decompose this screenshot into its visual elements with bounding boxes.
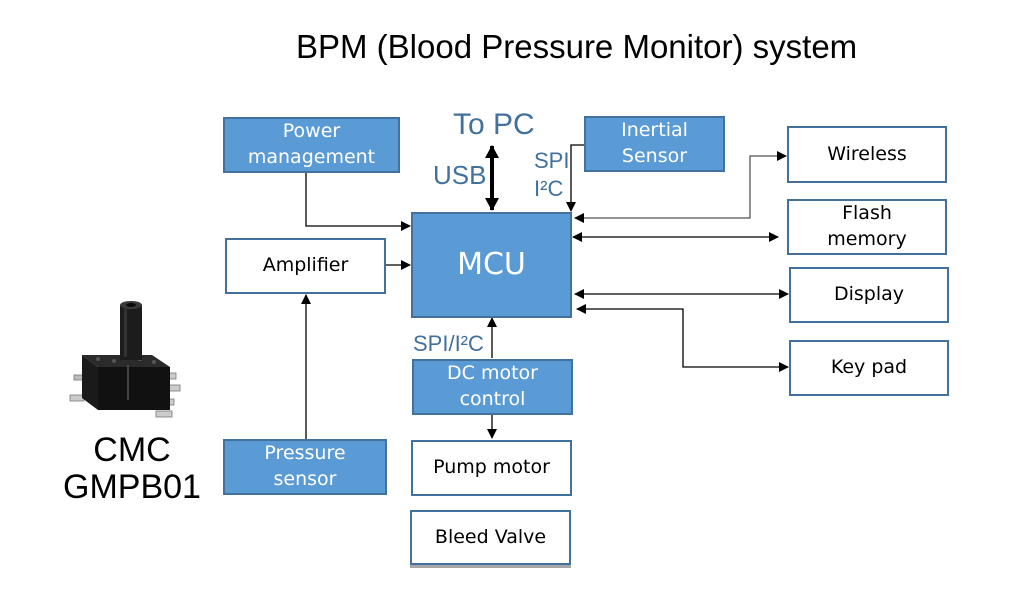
block-label: Key pad [830, 356, 908, 379]
block-label: Wireless [827, 142, 907, 165]
block-label: Amplifier [262, 254, 349, 277]
block-label: Pump motor [433, 456, 550, 479]
sensor-part-line2: GMPB01 [63, 468, 201, 507]
wire-keypad [576, 304, 789, 372]
block-bleed-valve[interactable]: Bleed Valve [410, 510, 571, 565]
wire-wireless [574, 151, 787, 223]
block-pump-motor[interactable]: Pump motor [411, 440, 572, 496]
block-inertial-sensor[interactable]: Inertial Sensor [584, 116, 725, 172]
block-flash-memory[interactable]: Flash memory [787, 199, 947, 255]
block-label: Flash memory [827, 202, 907, 250]
block-label: Bleed Valve [434, 525, 547, 548]
block-power-management[interactable]: Power management [223, 117, 400, 173]
diagram-title: BPM (Blood Pressure Monitor) system [296, 28, 858, 65]
pressure-sensor-chip-image [69, 301, 181, 418]
block-amplifier[interactable]: Amplifier [225, 238, 386, 294]
block-wireless[interactable]: Wireless [787, 126, 947, 183]
wire-power-to-mcu [305, 172, 411, 231]
label-spi-i2c: SPI/I²C [413, 331, 484, 356]
sensor-part-line1: CMC [93, 431, 171, 469]
block-label: Display [833, 283, 905, 306]
block-label: DC motor control [447, 362, 538, 410]
block-key-pad[interactable]: Key pad [789, 340, 949, 396]
block-display[interactable]: Display [789, 267, 949, 323]
label-spi: SPI [534, 148, 570, 173]
block-dc-motor-control[interactable]: DC motor control [412, 359, 573, 415]
block-label: Pressure sensor [264, 442, 346, 490]
wire-inertial-to-mcu [566, 144, 586, 212]
label-to-pc: To PC [453, 108, 535, 141]
label-usb: USB [433, 160, 487, 190]
sensor-part-label: CMC GMPB01 [52, 431, 212, 507]
block-mcu[interactable]: MCU [411, 212, 572, 318]
block-label: MCU [457, 246, 526, 282]
label-i2c: I²C [534, 176, 564, 201]
block-label: Inertial Sensor [621, 119, 688, 167]
block-label: Power management [247, 120, 376, 168]
block-pressure-sensor[interactable]: Pressure sensor [223, 439, 387, 495]
